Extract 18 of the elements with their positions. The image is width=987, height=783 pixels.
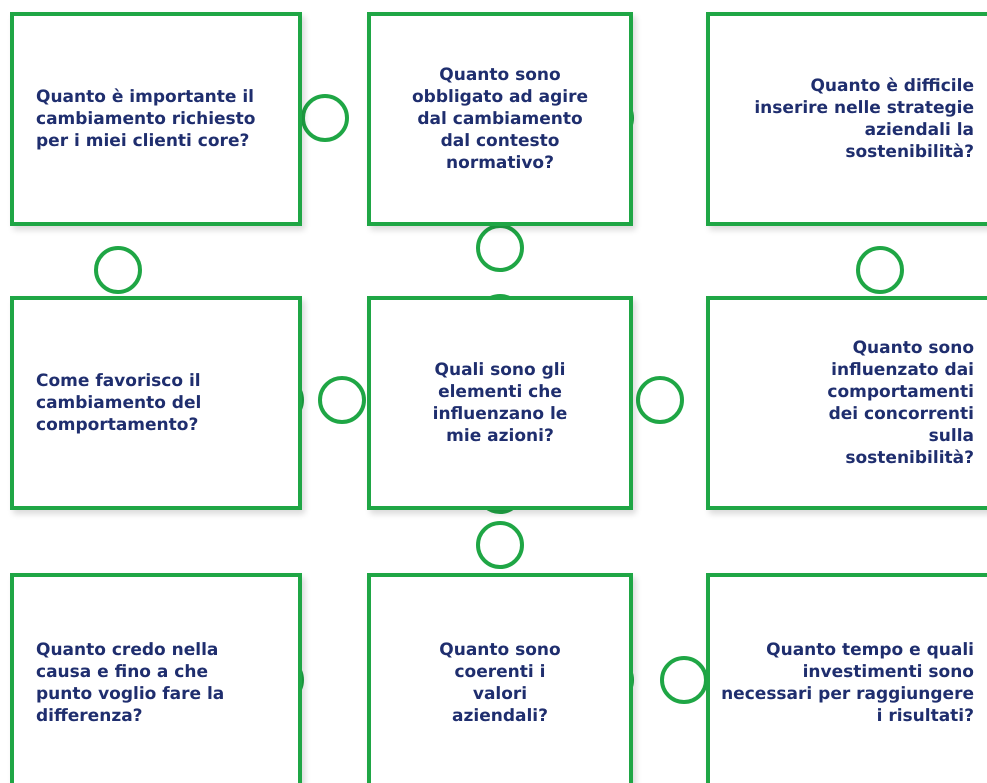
question-text: Quanto tempo e quali investimenti sono necessari per raggiungere i risultati? bbox=[720, 639, 974, 727]
question-text: Quanto sono obbligato ad agire dal cambiamento dal contesto normativo? bbox=[411, 64, 589, 174]
puzzle-piece bbox=[367, 12, 633, 226]
question-text: Quali sono gli elementi che influenzano le mie azioni? bbox=[432, 359, 568, 447]
puzzle-piece bbox=[10, 573, 302, 783]
puzzle-piece bbox=[10, 296, 302, 510]
question-text: Quanto credo nella causa e fino a che punto voglio fare la differenza? bbox=[36, 639, 226, 727]
puzzle-piece bbox=[10, 12, 302, 226]
puzzle-piece bbox=[367, 573, 633, 783]
question-text: Quanto è importante il cambiamento richiesto per i miei clienti core? bbox=[36, 86, 256, 152]
puzzle-piece bbox=[706, 573, 987, 783]
puzzle-piece bbox=[367, 296, 633, 510]
question-text: Quanto sono coerenti i valori aziendali? bbox=[438, 639, 562, 727]
question-text: Come favorisco il cambiamento del comportamento? bbox=[36, 370, 202, 436]
puzzle-piece bbox=[706, 296, 987, 510]
puzzle-piece bbox=[706, 12, 987, 226]
question-text: Quanto sono influenzato dai comportamenti dei concorrenti sulla sostenibilità? bbox=[826, 337, 974, 469]
question-text: Quanto è difficile inserire nelle strategie aziendali la sostenibilità? bbox=[754, 75, 974, 163]
